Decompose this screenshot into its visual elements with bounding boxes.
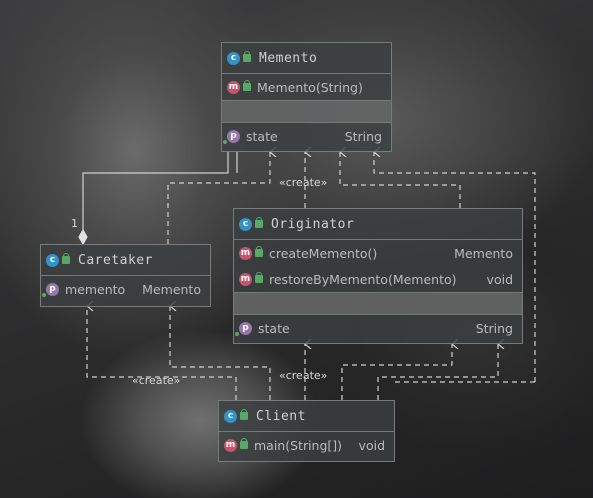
property-icon: p — [42, 282, 59, 297]
method-type: void — [486, 271, 513, 287]
method-row[interactable]: m Memento(String) — [222, 74, 391, 100]
lock-icon — [255, 246, 263, 257]
lock-icon — [62, 253, 70, 264]
dependency-client-caretaker-b — [170, 306, 271, 400]
class-header: c Client — [219, 401, 394, 432]
class-icon: c — [227, 51, 240, 65]
class-icon: c — [224, 409, 237, 423]
field-row[interactable]: p state String — [222, 123, 391, 149]
empty-section — [234, 293, 522, 315]
create-label-originator: «create» — [279, 369, 327, 382]
class-icon: c — [46, 253, 59, 267]
method-row[interactable]: m main(String[]) void — [219, 432, 394, 458]
lock-icon — [243, 80, 251, 91]
field-type: Memento — [142, 281, 201, 297]
methods-section: m createMemento() Memento m restoreByMem… — [234, 240, 522, 293]
aggregation-diamond — [78, 228, 88, 246]
methods-section: m Memento(String) — [222, 74, 391, 101]
field-type: String — [344, 128, 382, 144]
empty-section — [222, 101, 391, 123]
class-caretaker[interactable]: c Caretaker p memento Memento — [40, 244, 211, 307]
class-header: c Originator — [234, 209, 522, 240]
class-name: Client — [256, 408, 306, 424]
field-name: state — [246, 128, 278, 144]
method-icon: m — [227, 80, 240, 94]
method-name: createMemento() — [269, 245, 378, 261]
lock-icon — [255, 272, 263, 283]
aggregation-caretaker-memento — [82, 152, 238, 236]
class-header: c Caretaker — [41, 245, 210, 276]
method-name: Memento(String) — [257, 79, 363, 95]
class-client[interactable]: c Client m main(String[]) void — [218, 400, 395, 462]
field-name: state — [258, 320, 290, 336]
lock-icon — [240, 409, 248, 420]
dependency-originator-memento-a — [340, 152, 461, 208]
lock-icon — [243, 51, 251, 62]
class-memento[interactable]: c Memento m Memento(String) p state Stri… — [221, 42, 392, 152]
class-icon: c — [239, 217, 252, 231]
class-header: c Memento — [222, 43, 391, 74]
multiplicity-label: 1 — [71, 217, 78, 230]
field-row[interactable]: p state String — [234, 315, 522, 341]
dependency-caretaker-memento — [167, 152, 270, 244]
lock-icon — [255, 217, 263, 228]
class-name: Caretaker — [78, 252, 153, 268]
dependency-client-originator-b — [377, 344, 498, 400]
class-originator[interactable]: c Originator m createMemento() Memento m… — [233, 208, 523, 344]
method-name: restoreByMemento(Memento) — [269, 271, 457, 287]
class-name: Originator — [271, 216, 355, 232]
create-label-memento: «create» — [279, 176, 327, 189]
property-icon: p — [235, 321, 252, 336]
field-type: String — [475, 320, 513, 336]
class-name: Memento — [259, 50, 318, 66]
dependency-originator-memento-b — [374, 152, 536, 382]
method-type: void — [358, 437, 385, 453]
dependency-client-caretaker-a — [87, 306, 237, 400]
method-name: main(String[]) — [254, 437, 343, 453]
method-row[interactable]: m restoreByMemento(Memento) void — [234, 266, 522, 292]
property-icon: p — [223, 129, 240, 144]
lock-icon — [240, 438, 248, 449]
method-type: Memento — [454, 245, 513, 261]
method-row[interactable]: m createMemento() Memento — [234, 240, 522, 266]
method-icon: m — [239, 246, 252, 260]
field-row[interactable]: p memento Memento — [41, 276, 210, 302]
method-icon: m — [224, 438, 237, 452]
create-label-caretaker: «create» — [132, 374, 180, 387]
field-name: memento — [65, 281, 126, 297]
method-icon: m — [239, 272, 252, 286]
dependency-client-originator-a — [341, 344, 452, 400]
